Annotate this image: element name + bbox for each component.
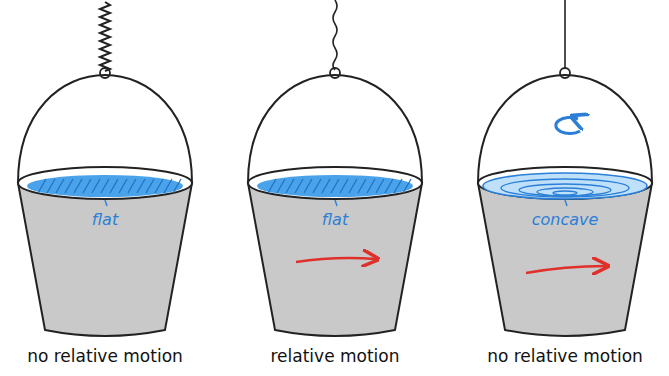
bucket-body xyxy=(248,183,422,336)
surface-label: concave xyxy=(470,210,660,229)
concave-water xyxy=(483,173,647,199)
rotation-arrow xyxy=(556,117,580,133)
hook-ring xyxy=(330,68,340,78)
water-ring xyxy=(519,184,611,196)
bucket-body xyxy=(478,183,652,336)
surface-label: flat xyxy=(240,210,430,229)
flat-water xyxy=(27,175,183,197)
bucket: concave no relative motion xyxy=(470,60,660,376)
flat-water xyxy=(257,175,413,197)
bucket-caption: relative motion xyxy=(240,346,430,366)
twisted-rope xyxy=(100,2,110,71)
bucket: flat relative motion xyxy=(240,60,430,376)
bucket-caption: no relative motion xyxy=(470,346,660,366)
label-tick xyxy=(335,200,337,206)
bucket-body xyxy=(18,183,192,336)
bucket: flat no relative motion xyxy=(10,60,200,376)
wavy-rope xyxy=(333,0,337,70)
bucket-rim xyxy=(248,167,422,199)
straight-rope xyxy=(564,0,566,69)
hook-ring xyxy=(560,68,570,78)
label-tick xyxy=(105,200,107,206)
water-hatching xyxy=(38,179,181,193)
hook-ring xyxy=(100,68,110,78)
bucket-rim xyxy=(478,167,652,199)
bucket-rim xyxy=(18,167,192,199)
bucket-caption: no relative motion xyxy=(10,346,200,366)
label-tick xyxy=(565,200,567,206)
water-ring xyxy=(501,179,629,197)
motion-arrow xyxy=(296,258,376,262)
water-hatching xyxy=(268,179,411,193)
motion-arrow xyxy=(526,266,606,273)
surface-label: flat xyxy=(10,210,200,229)
water-ring xyxy=(553,191,577,195)
water-ring xyxy=(537,188,593,196)
